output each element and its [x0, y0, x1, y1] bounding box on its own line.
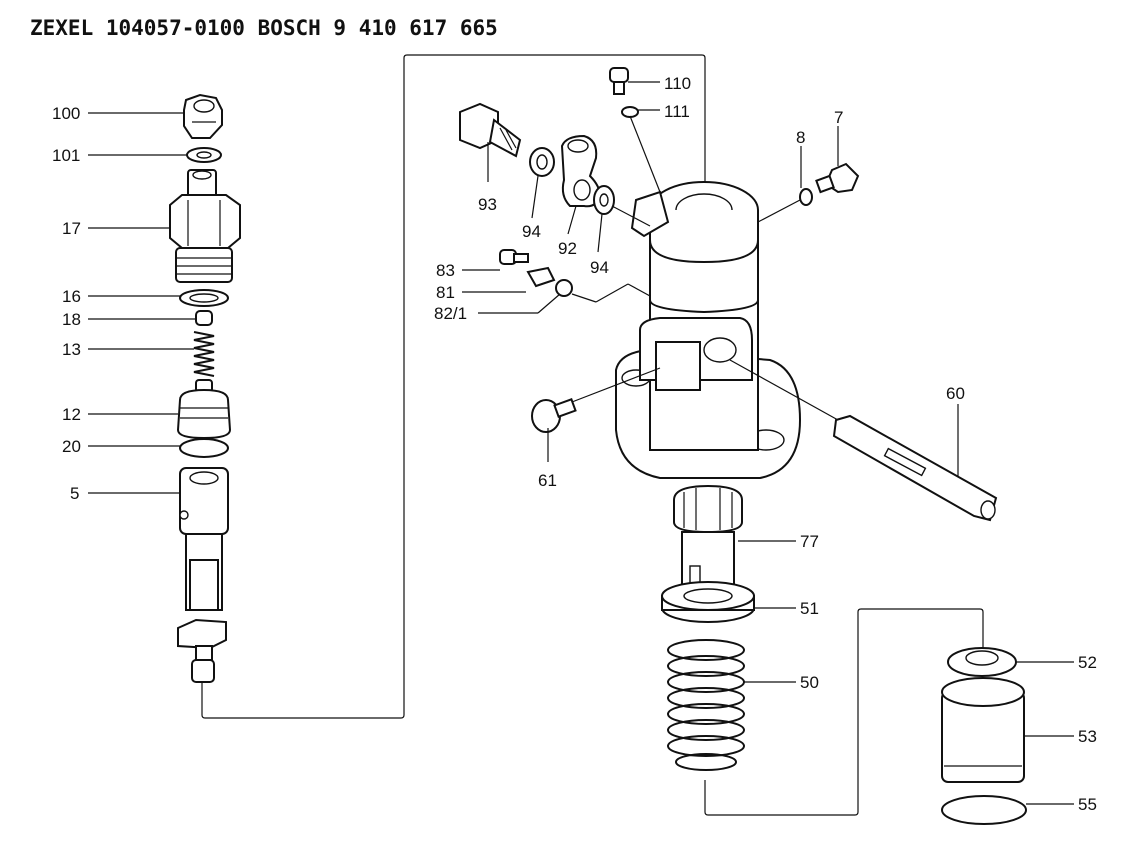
part-61-plug: [531, 398, 577, 433]
part-20-ring: [179, 438, 229, 458]
callout-50: 50: [800, 673, 819, 692]
part-101-washer: [186, 147, 222, 163]
callout-101: 101: [52, 146, 80, 165]
assembly-path-right: [704, 608, 984, 816]
callout-94-b: 94: [590, 258, 609, 277]
callout-93: 93: [478, 195, 497, 214]
callout-16: 16: [62, 287, 81, 306]
part-110-screw: [609, 67, 629, 95]
part-100-nut: [183, 93, 223, 139]
part-83-screw: [499, 249, 529, 265]
part-8-washer: [799, 188, 813, 206]
callout-82-1: 82/1: [434, 304, 467, 323]
part-17-holder: [169, 169, 241, 283]
part-12-valve: [176, 379, 232, 440]
part-92-banjo: [560, 134, 602, 208]
part-7-plug: [815, 162, 860, 194]
diagram-title: ZEXEL 104057-0100 BOSCH 9 410 617 665: [30, 16, 498, 40]
callout-53: 53: [1078, 727, 1097, 746]
part-93-banjo-bolt: [459, 102, 522, 158]
callout-17: 17: [62, 219, 81, 238]
part-81-clamp: [526, 266, 556, 288]
part-51-spring-seat: [661, 581, 755, 623]
part-16-ring: [179, 289, 229, 307]
callout-60: 60: [946, 384, 965, 403]
callout-52: 52: [1078, 653, 1097, 672]
callout-111: 111: [664, 102, 690, 121]
leader-lines: [88, 81, 1074, 805]
callout-100: 100: [52, 104, 80, 123]
part-50-spring: [667, 639, 745, 771]
part-housing: [615, 181, 802, 479]
part-53-tappet: [941, 677, 1025, 783]
callout-7: 7: [834, 108, 843, 127]
callout-18: 18: [62, 310, 81, 329]
part-60-rack: [832, 414, 998, 522]
callout-51: 51: [800, 599, 819, 618]
part-18-pin: [195, 310, 213, 326]
callout-81: 81: [436, 283, 455, 302]
part-111-washer: [621, 106, 639, 118]
part-94-washer-b: [593, 185, 615, 215]
callout-12: 12: [62, 405, 81, 424]
callout-5: 5: [70, 484, 79, 503]
callout-83: 83: [436, 261, 455, 280]
part-94-washer-a: [529, 147, 555, 177]
assembly-path-left: [201, 54, 706, 719]
part-13-spring: [193, 331, 215, 377]
part-52-spring-seat: [947, 647, 1017, 677]
part-55-ring: [941, 795, 1027, 825]
callout-110: 110: [664, 74, 691, 93]
callout-61: 61: [538, 471, 557, 490]
callout-77: 77: [800, 532, 819, 551]
part-82-1-washer: [555, 279, 573, 297]
callout-8: 8: [796, 128, 805, 147]
callout-20: 20: [62, 437, 81, 456]
part-5-plunger: [177, 467, 229, 683]
callout-94-a: 94: [522, 222, 541, 241]
callout-55: 55: [1078, 795, 1097, 814]
callout-92: 92: [558, 239, 577, 258]
callout-13: 13: [62, 340, 81, 359]
